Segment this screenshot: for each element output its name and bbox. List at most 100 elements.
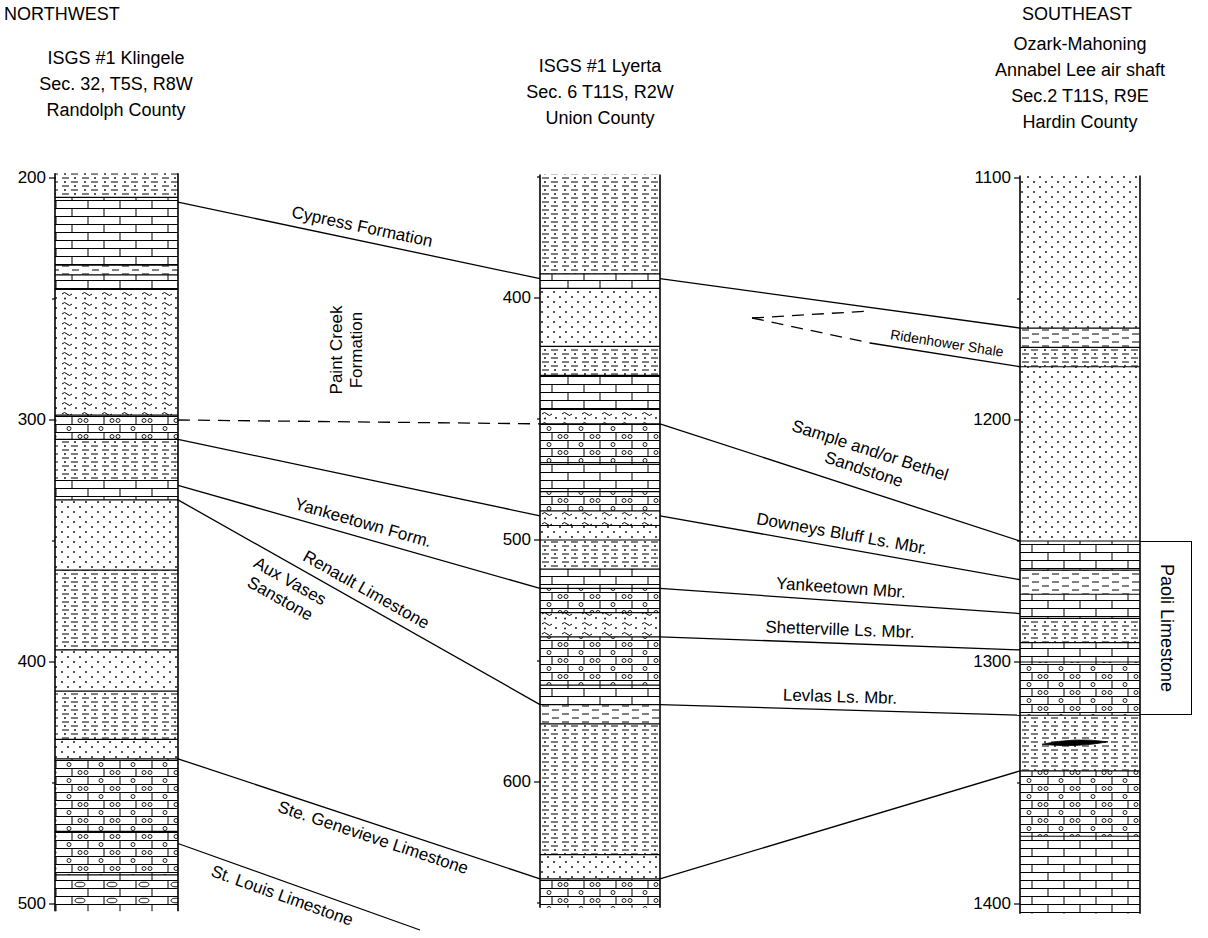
- lithology-unit: [540, 175, 660, 274]
- lithology-unit: [55, 570, 178, 650]
- depth-tick: [537, 418, 540, 419]
- depth-number: 1100: [974, 168, 1011, 188]
- depth-number: 400: [18, 652, 46, 672]
- depth-tick: [534, 781, 540, 782]
- bed-boundary: [55, 649, 178, 650]
- bed-boundary: [1020, 642, 1140, 643]
- correlation-line: [178, 202, 540, 278]
- bed-boundary: [540, 588, 660, 589]
- depth-number: 500: [503, 530, 531, 550]
- well-header: Sec. 6 T11S, R2W: [526, 82, 673, 103]
- depth-tick: [537, 660, 540, 661]
- direction-label: SOUTHEAST: [1022, 4, 1132, 25]
- formation-label: Cypress Formation: [290, 202, 435, 251]
- lithology-unit: [1020, 836, 1140, 913]
- lithology-unit: [55, 481, 178, 500]
- bed-boundary: [55, 289, 178, 290]
- bed-boundary: [1020, 540, 1140, 541]
- bed-boundary: [540, 491, 660, 492]
- lithology-unit: [55, 415, 178, 439]
- depth-number: 500: [18, 894, 46, 914]
- bed-boundary: [1020, 661, 1140, 662]
- lithology-unit: [55, 831, 178, 875]
- depth-tick: [49, 661, 55, 662]
- lithology-unit: [540, 855, 660, 879]
- lithology-unit: [540, 569, 660, 588]
- lithology-unit: [1020, 618, 1140, 642]
- lithology-unit: [55, 739, 178, 758]
- bed-boundary: [540, 510, 660, 511]
- bed-boundary: [1020, 569, 1140, 570]
- depth-tick: [49, 177, 55, 178]
- depth-tick: [537, 902, 540, 903]
- correlation-line: [178, 759, 540, 879]
- lithology-unit: [540, 525, 660, 540]
- lithology-unit: [540, 588, 660, 612]
- bed-boundary: [540, 375, 660, 376]
- lithology-unit: [540, 288, 660, 346]
- bed-boundary: [55, 265, 178, 266]
- depth-number: 1400: [973, 894, 1011, 914]
- well-header: Hardin County: [1022, 112, 1137, 133]
- depth-number: 1200: [973, 410, 1011, 430]
- lithology-unit: [55, 691, 178, 739]
- bed-boundary: [1020, 770, 1140, 771]
- lithology-unit: [55, 173, 178, 197]
- lithology-unit: [1020, 643, 1140, 662]
- correlation-line: [178, 844, 420, 931]
- lithology-unit: [540, 613, 660, 637]
- bed-boundary: [1020, 618, 1140, 619]
- depth-tick: [52, 540, 55, 541]
- unit-name: Paoli Limestone: [1155, 564, 1176, 692]
- well-column: [1014, 176, 1140, 914]
- bed-boundary: [540, 612, 660, 613]
- formation-label: Yankeetown Form.: [292, 495, 433, 553]
- correlation-line: [178, 485, 540, 588]
- lithology-unit: [55, 500, 178, 570]
- depth-tick: [1014, 903, 1020, 904]
- column-edge: [177, 173, 179, 911]
- depth-tick: [1017, 298, 1020, 299]
- lithology-unit: [1020, 176, 1140, 328]
- lithology-unit: [540, 637, 660, 685]
- bed-boundary: [540, 723, 660, 724]
- bed-boundary: [55, 739, 178, 740]
- lithology-unit: [55, 265, 178, 275]
- bed-boundary: [1020, 327, 1140, 328]
- formation-label: Sample and/or Bethel Sandstone: [783, 416, 952, 504]
- bed-boundary: [540, 636, 660, 637]
- bed-boundary: [1020, 594, 1140, 595]
- lithology-unit: [540, 540, 660, 569]
- bed-boundary: [55, 274, 178, 275]
- bed-boundary: [540, 685, 660, 686]
- column-edge: [539, 175, 541, 908]
- depth-number: 200: [18, 168, 46, 188]
- formation-label: Downeys Bluff Ls. Mbr.: [755, 509, 929, 559]
- bed-boundary: [540, 462, 660, 463]
- lithology-unit: [540, 724, 660, 855]
- lithology-unit: [540, 879, 660, 908]
- depth-tick: [534, 539, 540, 540]
- bed-boundary: [55, 690, 178, 691]
- bed-boundary: [540, 568, 660, 569]
- bed-boundary: [540, 423, 660, 424]
- correlation-line: [178, 420, 540, 424]
- formation-label: St. Louis Limestone: [209, 861, 356, 930]
- depth-tick: [1017, 782, 1020, 783]
- bed-boundary: [1020, 366, 1140, 367]
- depth-tick: [52, 298, 55, 299]
- bed-boundary: [1020, 836, 1140, 837]
- bed-boundary: [1020, 715, 1140, 716]
- depth-number: 300: [18, 410, 46, 430]
- bed-boundary: [540, 854, 660, 855]
- bracket-box: Paoli Limestone: [1140, 541, 1192, 715]
- depth-number: 600: [503, 772, 531, 792]
- correlation-line: [752, 318, 870, 343]
- depth-tick: [1014, 661, 1020, 662]
- lithology-unit: [1020, 771, 1140, 836]
- well-header: Sec. 32, T5S, R8W: [39, 74, 193, 95]
- formation-label: Ste. Genevieve Limestone: [275, 797, 470, 878]
- depth-tick: [49, 419, 55, 420]
